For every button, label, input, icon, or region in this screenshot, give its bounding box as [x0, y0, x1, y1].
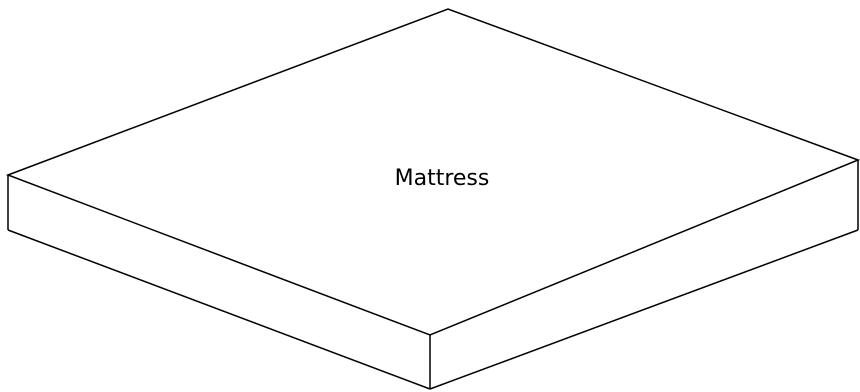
mattress-label: Mattress [395, 166, 490, 191]
